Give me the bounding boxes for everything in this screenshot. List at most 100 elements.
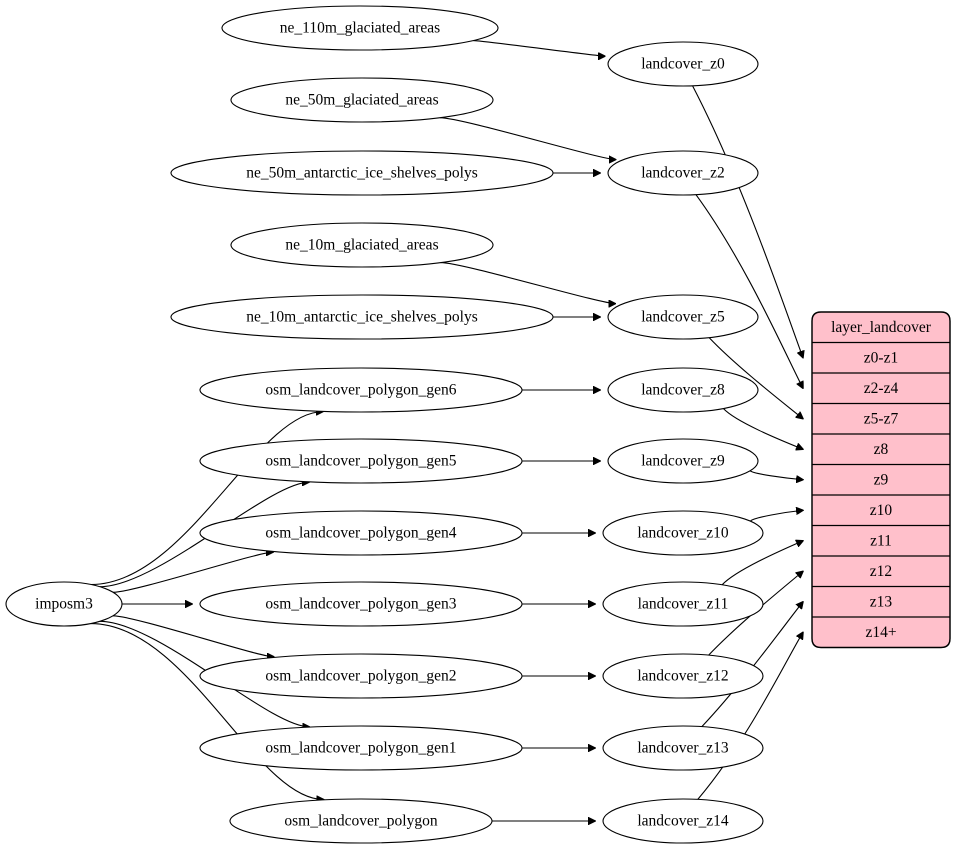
- edge-path: [701, 602, 803, 727]
- edge-landcover_z13-to-z13: [701, 602, 803, 727]
- node-landcover_z0[interactable]: landcover_z0: [607, 41, 759, 87]
- layer-table-row-z8[interactable]: z8: [812, 433, 950, 458]
- edge-path: [112, 615, 274, 657]
- edge-landcover_z11-to-z11: [721, 541, 803, 586]
- node-landcover_z2[interactable]: landcover_z2: [607, 150, 759, 196]
- layer-table-row-label: z14+: [865, 624, 896, 641]
- layer-table-row-label: z9: [874, 471, 889, 488]
- node-ne_50m_antarctic_ice_shelves_polys[interactable]: ne_50m_antarctic_ice_shelves_polys: [170, 150, 554, 196]
- layer-landcover-table: layer_landcover z0-z1 z2-z4 z5-z7 z8 z9 z10 z11…: [811, 311, 951, 649]
- node-ellipse: [602, 798, 764, 844]
- node-landcover_z11[interactable]: landcover_z11: [602, 581, 764, 627]
- node-osm_landcover_polygon_gen4[interactable]: osm_landcover_polygon_gen4: [199, 510, 523, 556]
- node-label: landcover_z14: [637, 813, 728, 830]
- edge-path: [749, 470, 803, 480]
- node-osm_landcover_polygon_gen2[interactable]: osm_landcover_polygon_gen2: [199, 653, 523, 699]
- edge-path: [439, 117, 616, 160]
- node-ne_10m_antarctic_ice_shelves_polys[interactable]: ne_10m_antarctic_ice_shelves_polys: [170, 294, 554, 340]
- edge-path: [749, 510, 803, 522]
- edge-landcover_z9-to-z9: [749, 470, 803, 480]
- edge-imposm3-to-osm_landcover_polygon_gen2: [112, 615, 274, 657]
- node-landcover_z14[interactable]: landcover_z14: [602, 798, 764, 844]
- edge-imposm3-to-osm_landcover_polygon: [90, 622, 324, 800]
- edge-path: [473, 40, 605, 57]
- node-ellipse: [199, 725, 523, 771]
- node-label: osm_landcover_polygon_gen2: [265, 668, 456, 685]
- node-ellipse: [602, 653, 764, 699]
- edge-path: [697, 632, 803, 800]
- edge-ne_10m_glaciated_areas-to-landcover_z5: [440, 262, 616, 304]
- node-label: osm_landcover_polygon_gen4: [265, 525, 456, 542]
- edge-path: [91, 412, 323, 586]
- layer-table-header-label: layer_landcover: [831, 319, 932, 336]
- layer-table-row-z2-z4[interactable]: z2-z4: [812, 372, 950, 397]
- layer-table-row-z10[interactable]: z10: [812, 494, 950, 519]
- node-label: landcover_z10: [637, 525, 728, 542]
- layer-table-row-z13[interactable]: z13: [812, 585, 950, 611]
- node-label: landcover_z12: [637, 668, 728, 685]
- node-label: osm_landcover_polygon_gen3: [265, 596, 456, 613]
- edges-layer: [90, 40, 803, 821]
- layer-table-row-z0-z1[interactable]: z0-z1: [812, 341, 950, 367]
- layer-table-row-z11[interactable]: z11: [812, 524, 950, 550]
- edge-path: [708, 337, 803, 419]
- node-ellipse: [602, 725, 764, 771]
- edge-path: [440, 262, 616, 304]
- layer-table-row-label: z11: [870, 532, 892, 549]
- node-label: landcover_z9: [641, 453, 725, 470]
- node-osm_landcover_polygon_gen6[interactable]: osm_landcover_polygon_gen6: [199, 367, 523, 413]
- layer-table-row-label: z10: [870, 502, 893, 519]
- layer-table-row-label: z12: [870, 563, 892, 580]
- layer-table-row-z9[interactable]: z9: [812, 463, 950, 489]
- node-label: landcover_z11: [638, 596, 729, 613]
- layer-table-row-z5-z7[interactable]: z5-z7: [812, 402, 950, 428]
- layer-table-row-label: z5-z7: [864, 410, 899, 427]
- node-label: landcover_z2: [641, 165, 725, 182]
- node-label: landcover_z5: [641, 309, 725, 326]
- layer-table-row-z12[interactable]: z12: [812, 555, 950, 580]
- node-ellipse: [199, 581, 523, 627]
- node-ellipse: [221, 5, 499, 51]
- node-ellipse: [607, 294, 759, 340]
- node-ne_50m_glaciated_areas[interactable]: ne_50m_glaciated_areas: [230, 77, 494, 123]
- node-landcover_z12[interactable]: landcover_z12: [602, 653, 764, 699]
- node-ellipse: [5, 581, 123, 627]
- node-osm_landcover_polygon_gen3[interactable]: osm_landcover_polygon_gen3: [199, 581, 523, 627]
- node-landcover_z5[interactable]: landcover_z5: [607, 294, 759, 340]
- layer-table-row-label: z0-z1: [864, 349, 898, 366]
- node-ellipse: [199, 438, 523, 484]
- node-landcover_z8[interactable]: landcover_z8: [607, 367, 759, 413]
- node-label: osm_landcover_polygon: [284, 813, 438, 830]
- node-ellipse: [230, 222, 494, 268]
- node-ellipse: [230, 77, 494, 123]
- node-label: landcover_z0: [641, 56, 725, 73]
- node-osm_landcover_polygon[interactable]: osm_landcover_polygon: [229, 798, 493, 844]
- edge-imposm3-to-osm_landcover_polygon_gen4: [113, 552, 273, 593]
- node-label: ne_110m_glaciated_areas: [280, 20, 440, 37]
- node-label: ne_10m_antarctic_ice_shelves_polys: [246, 309, 478, 326]
- node-osm_landcover_polygon_gen5[interactable]: osm_landcover_polygon_gen5: [199, 438, 523, 484]
- edge-ne_110m_glaciated_areas-to-landcover_z0: [473, 40, 605, 57]
- edge-landcover_z8-to-z8: [722, 408, 803, 450]
- edge-landcover_z10-to-z10: [749, 510, 803, 522]
- edge-ne_50m_glaciated_areas-to-landcover_z2: [439, 117, 616, 160]
- node-landcover_z10[interactable]: landcover_z10: [602, 510, 764, 556]
- node-ne_10m_glaciated_areas[interactable]: ne_10m_glaciated_areas: [230, 222, 494, 268]
- edge-imposm3-to-osm_landcover_polygon_gen6: [91, 412, 323, 586]
- layer-table-row-label: z13: [870, 593, 893, 610]
- node-osm_landcover_polygon_gen1[interactable]: osm_landcover_polygon_gen1: [199, 725, 523, 771]
- node-label: ne_50m_glaciated_areas: [285, 92, 438, 109]
- node-label: osm_landcover_polygon_gen5: [265, 453, 456, 470]
- node-landcover_z13[interactable]: landcover_z13: [602, 725, 764, 771]
- layer-table-row-z14+[interactable]: z14+: [812, 616, 950, 641]
- node-imposm3[interactable]: imposm3: [5, 581, 123, 627]
- edge-landcover_z5-to-z5-z7: [708, 337, 803, 419]
- node-ne_110m_glaciated_areas[interactable]: ne_110m_glaciated_areas: [221, 5, 499, 51]
- node-ellipse: [607, 41, 759, 87]
- edge-path: [113, 552, 273, 593]
- node-landcover_z9[interactable]: landcover_z9: [607, 438, 759, 484]
- node-label: landcover_z13: [637, 740, 728, 757]
- node-ellipse: [229, 798, 493, 844]
- node-ellipse: [602, 581, 764, 627]
